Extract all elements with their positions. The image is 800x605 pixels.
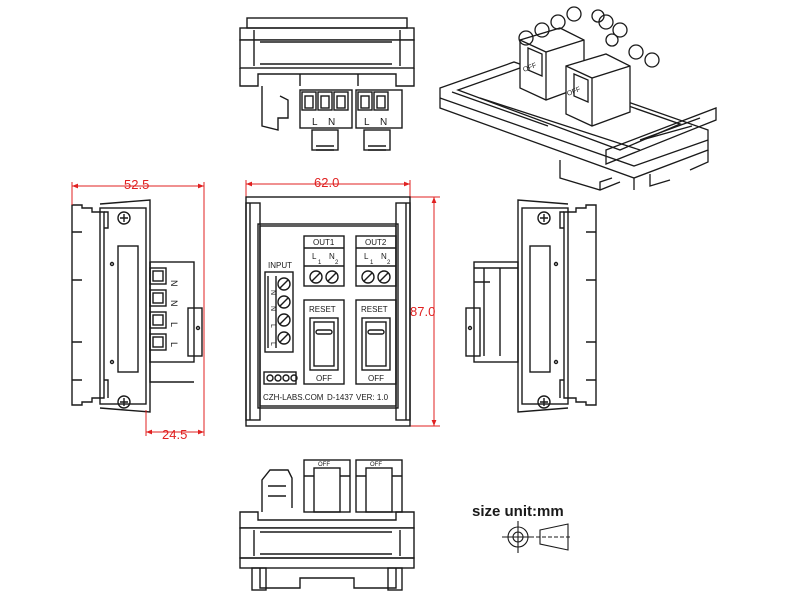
left-depth-dimension: 24.5	[162, 427, 187, 442]
out2-reset-label: RESET	[361, 305, 388, 314]
side-pin-label-2: N	[169, 300, 179, 307]
out2-module	[355, 235, 397, 385]
out1-pin-num-1: 1	[318, 260, 322, 266]
side-terminals	[149, 267, 167, 351]
side-pin-label-3: L	[169, 322, 179, 327]
top-view: L N L N	[239, 17, 415, 151]
out2-off-label: OFF	[368, 374, 384, 383]
out2-pin-num-1: 1	[370, 260, 374, 266]
iso-switch-1-label: OFF	[522, 62, 538, 74]
top-pin-label-2: N	[328, 117, 335, 128]
out1-pin-n: N	[329, 252, 335, 261]
top-pin-label-3: L	[364, 117, 370, 128]
out1-off-label: OFF	[316, 374, 332, 383]
out1-reset-label: RESET	[309, 305, 336, 314]
out2-pin-n: N	[381, 252, 387, 261]
isometric-view: OFF OFF	[439, 6, 717, 191]
input-label: INPUT	[268, 261, 292, 270]
input-terminal-block	[264, 271, 294, 353]
side-pin-label-4: L	[169, 342, 179, 347]
input-pin-3: L	[269, 324, 276, 328]
out2-pin-l: L	[364, 252, 369, 261]
bottom-switch-2	[355, 459, 403, 513]
front-width-dimension: 62.0	[314, 175, 339, 190]
right-side-view	[465, 199, 597, 413]
iso-terminal-screws	[518, 6, 660, 68]
iso-switch-2: OFF	[565, 53, 631, 127]
out1-module	[303, 235, 345, 385]
out1-pin-l: L	[312, 252, 317, 261]
iso-switch-2-label: OFF	[566, 86, 582, 98]
input-pin-2: N	[269, 306, 276, 311]
bottom-switch-1-label: OFF	[318, 462, 330, 468]
projection-legend: size unit:mm	[472, 503, 572, 553]
size-unit-label: size unit:mm	[472, 503, 564, 520]
input-pin-1: N	[269, 290, 276, 295]
top-pin-label-4: N	[380, 117, 387, 128]
front-height-dimension: 87.0	[410, 304, 435, 319]
left-width-dimension: 52.5	[124, 177, 149, 192]
input-pin-4: L	[269, 342, 276, 346]
out1-pin-num-2: 2	[335, 260, 339, 266]
front-view: 62.0 87.0	[245, 175, 440, 427]
side-pin-label-1: N	[169, 280, 179, 287]
bottom-switch-1	[303, 459, 351, 513]
left-dimensions	[71, 182, 205, 436]
version-label: VER: 1.0	[356, 393, 389, 402]
out1-label: OUT1	[313, 238, 335, 247]
bottom-view: OFF OFF	[239, 459, 415, 591]
out2-pin-num-2: 2	[387, 260, 391, 266]
top-terminal-block-2	[355, 89, 403, 151]
brand-logo	[263, 371, 298, 385]
model-number: D-1437	[327, 393, 354, 402]
top-pin-label-1: L	[312, 117, 318, 128]
projection-symbol-icon	[502, 521, 572, 553]
brand-url: CZH-LABS.COM	[263, 393, 324, 402]
out2-label: OUT2	[365, 238, 387, 247]
bottom-switch-2-label: OFF	[370, 462, 382, 468]
left-side-view: N N L L	[71, 199, 203, 413]
top-terminal-block-1	[299, 89, 353, 151]
